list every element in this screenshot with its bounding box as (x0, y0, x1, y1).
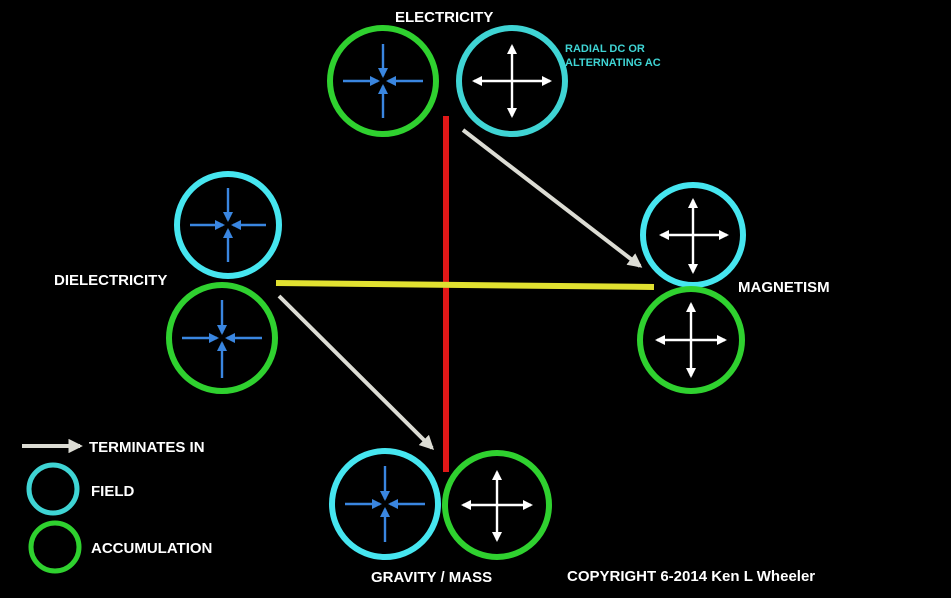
magnetism-field-circle (640, 182, 746, 288)
gravity-label: GRAVITY / MASS (371, 569, 492, 586)
outward-arrows-icon (654, 301, 728, 379)
inward-arrows-icon (345, 466, 425, 542)
dielectricity-label: DIELECTRICITY (54, 272, 167, 289)
magnetism-accumulation-circle (637, 286, 745, 394)
copyright-text: COPYRIGHT 6-2014 Ken L Wheeler (567, 568, 815, 585)
legend: TERMINATES IN FIELD ACCUMULATION (22, 438, 212, 574)
dielectricity-accumulation-circle (166, 282, 278, 394)
inward-arrows-icon (182, 300, 262, 378)
electricity-note-line2: ALTERNATING AC (565, 57, 661, 69)
legend-field-ring-icon (26, 462, 80, 516)
legend-accumulation-label: ACCUMULATION (91, 540, 212, 557)
electricity-to-magnetism-arrow (461, 128, 643, 268)
outward-arrows-icon (460, 469, 534, 543)
magnetism-label: MAGNETISM (738, 279, 830, 296)
outward-arrows-icon (471, 43, 553, 119)
gravity-accumulation-circle (442, 450, 552, 560)
gravity-field-circle (329, 448, 441, 560)
dielectricity-field-circle (174, 171, 282, 279)
legend-field-label: FIELD (91, 483, 134, 500)
dielectricity-to-gravity-arrow (277, 294, 435, 451)
legend-accumulation-ring-icon (28, 520, 82, 574)
electricity-note-line1: RADIAL DC OR (565, 43, 645, 55)
outward-arrows-icon (658, 197, 730, 275)
electricity-accumulation-circle (327, 25, 439, 137)
inward-arrows-icon (343, 44, 423, 118)
inward-arrows-icon (190, 188, 266, 262)
electricity-label: ELECTRICITY (395, 9, 493, 26)
horizontal-yellow-axis (275, 280, 655, 290)
legend-arrow-label: TERMINATES IN (89, 439, 205, 456)
electricity-field-circle (456, 25, 568, 137)
